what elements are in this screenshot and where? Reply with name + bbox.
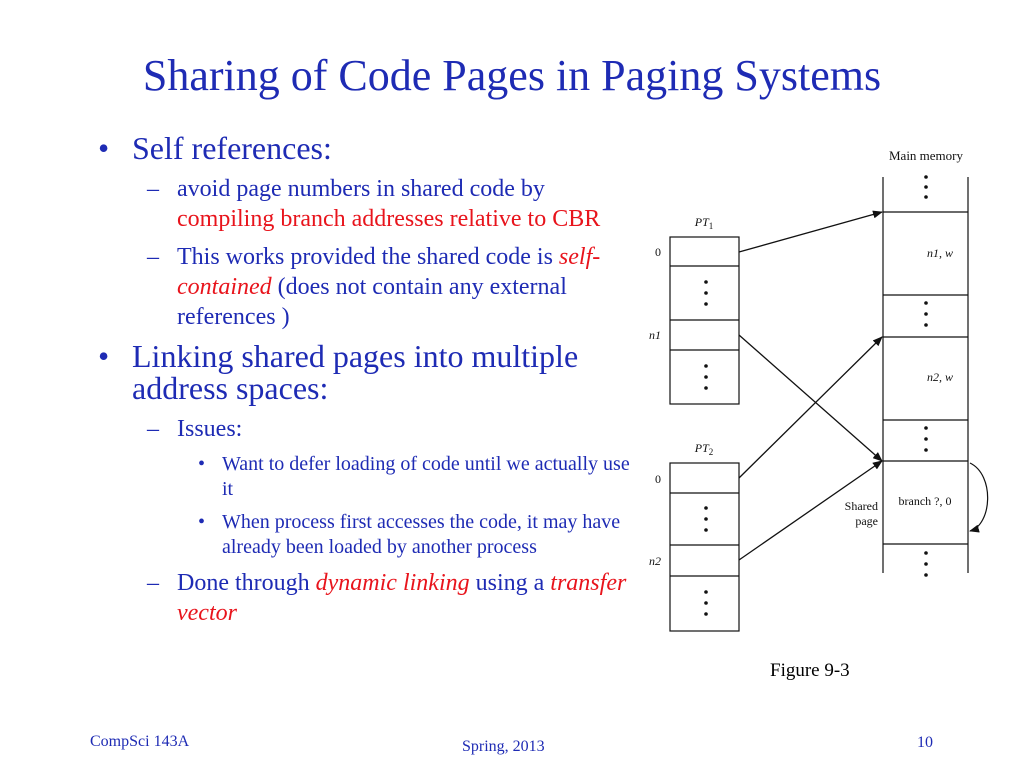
sub-bullet-dynamic-linking: – Done through dynamic linking using a t… xyxy=(92,568,632,628)
sub-bullet-text: avoid page numbers in shared code by xyxy=(177,176,545,202)
memory-n1w-label: n1, w xyxy=(927,246,953,260)
bullet-marker: • xyxy=(98,338,110,374)
sub-bullet-text: Issues: xyxy=(177,416,243,442)
sub-sub-bullet-first-access: • When process first accesses the code, … xyxy=(92,510,632,560)
sub-bullet-text: using a xyxy=(469,570,551,596)
arrow-pt1-n1-to-shared xyxy=(738,334,883,462)
pt1-ellipsis-dots xyxy=(704,280,708,390)
footer-page-number: 10 xyxy=(917,734,933,751)
highlight-text: compiling branch addresses relative to C… xyxy=(177,206,601,232)
slide-title: Sharing of Code Pages in Paging Systems xyxy=(142,51,882,100)
bullet-linking-shared-pages: • Linking shared pages into multiple add… xyxy=(92,340,632,404)
sub-bullet-text: (does not contain any external reference… xyxy=(177,274,567,330)
dash-marker: – xyxy=(147,244,159,270)
sub-bullet-text: This works provided the shared code is xyxy=(177,244,559,270)
highlight-text: dynamic linking xyxy=(315,570,470,596)
pt1-label: PT1 xyxy=(694,215,714,231)
sub-bullet-issues: – Issues: xyxy=(92,414,632,444)
self-reference-arrow xyxy=(969,462,989,533)
pt2-row-n2-label: n2 xyxy=(649,554,661,568)
bullet-text: Linking shared pages into multiple addre… xyxy=(132,338,579,406)
footer-course: CompSci 143A xyxy=(90,733,190,750)
highlight-text: self-contained xyxy=(177,244,601,300)
arrow-pt2-n2-to-shared xyxy=(738,460,883,561)
sub-sub-bullet-text: When process first accesses the code, it… xyxy=(222,511,621,558)
bullet-self-references: • Self references: xyxy=(92,132,632,164)
sub-bullet-self-contained: – This works provided the shared code is… xyxy=(92,242,632,332)
pt1-row-n1-label: n1 xyxy=(649,328,661,342)
shared-page-label: Shared xyxy=(845,499,878,513)
highlight-text: transfer vector xyxy=(177,570,627,626)
pt1-row-0-label: 0 xyxy=(655,245,661,259)
pt2-label: PT2 xyxy=(694,441,714,457)
main-memory-label: Main memory xyxy=(889,148,964,163)
arrow-pt2-0-to-n2w xyxy=(738,336,883,479)
memory-n2w-label: n2, w xyxy=(927,370,953,384)
memory-branch-label: branch ?, 0 xyxy=(899,494,952,508)
shared-page-label: page xyxy=(855,514,878,528)
arrow-pt1-0-to-n1w xyxy=(738,210,883,253)
dash-marker: – xyxy=(147,176,159,202)
pt2-ellipsis-dots xyxy=(704,506,708,616)
pt2-row-0-label: 0 xyxy=(655,472,661,486)
page-table-1 xyxy=(669,236,740,405)
main-memory-block xyxy=(882,177,969,573)
sub-bullet-avoid-page-numbers: – avoid page numbers in shared code by c… xyxy=(92,174,632,234)
sub-bullet-text: Done through xyxy=(177,570,316,596)
bullet-marker: • xyxy=(198,453,206,475)
sub-sub-bullet-text: Want to defer loading of code until we a… xyxy=(222,453,630,500)
dash-marker: – xyxy=(147,416,159,442)
figure-caption: Figure 9-3 xyxy=(770,660,850,681)
sub-sub-bullet-defer: • Want to defer loading of code until we… xyxy=(92,452,632,502)
footer-term: Spring, 2013 xyxy=(462,738,545,755)
memory-ellipsis-dots xyxy=(924,175,928,577)
bullet-marker: • xyxy=(98,130,110,166)
bullet-list: • Self references: – avoid page numbers … xyxy=(92,132,632,636)
bullet-text: Self references: xyxy=(132,130,332,166)
page-table-2 xyxy=(669,462,740,632)
bullet-marker: • xyxy=(198,511,206,533)
dash-marker: – xyxy=(147,570,159,596)
